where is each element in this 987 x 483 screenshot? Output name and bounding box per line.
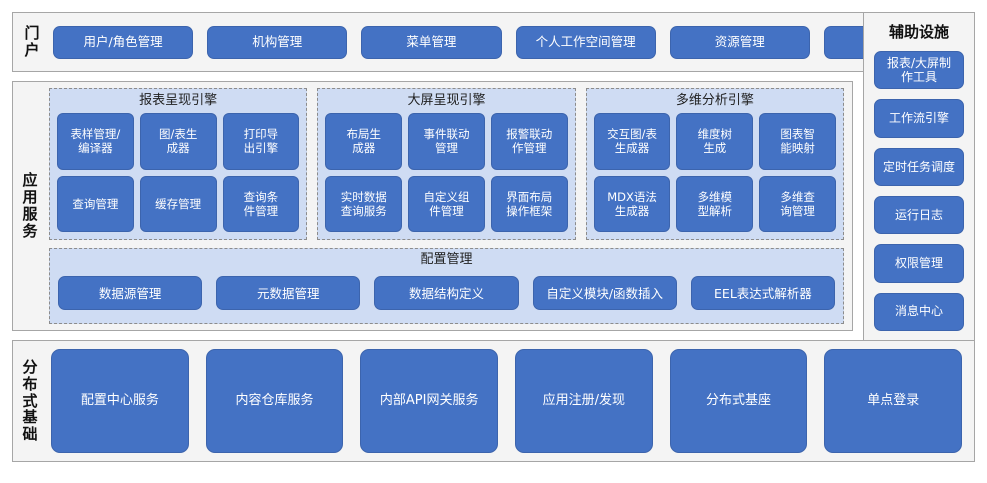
- engine-report-rendering-grid: 表样管理/ 编译器 图/表生 成器 打印导 出引擎 查询管理 缓存管理 查询条 …: [57, 113, 300, 232]
- config-item-datasource[interactable]: 数据源管理: [58, 276, 203, 311]
- aux-item-scheduler[interactable]: 定时任务调度: [874, 147, 964, 186]
- app-services-section: 应用服务 报表呈现引擎 表样管理/ 编译器 图/表生 成器 打印导 出引擎 查询…: [12, 81, 853, 331]
- foundation-item-sso[interactable]: 单点登录: [824, 349, 963, 453]
- portal-item-user-role[interactable]: 用户/角色管理: [53, 25, 194, 59]
- config-management-title: 配置管理: [420, 252, 473, 267]
- engine-multidimensional-title: 多维分析引擎: [675, 93, 754, 108]
- aux-item-runtime-log[interactable]: 运行日志: [874, 195, 964, 235]
- engine2-item-ui-layout-framework[interactable]: 界面布局 操作框架: [490, 175, 568, 232]
- engine1-item-cache-management[interactable]: 缓存管理: [139, 175, 217, 232]
- engine2-item-layout-generator[interactable]: 布局生 成器: [325, 113, 403, 170]
- engine-large-screen-rendering: 大屏呈现引擎 布局生 成器 事件联动 管理 报警联动 作管理 实时数据 查询服务…: [317, 88, 576, 240]
- portal-section: 门户 用户/角色管理 机构管理 菜单管理 个人工作空间管理 资源管理 自助分析: [12, 12, 975, 72]
- portal-item-org[interactable]: 机构管理: [207, 25, 348, 59]
- engine2-item-realtime-query[interactable]: 实时数据 查询服务: [325, 175, 403, 232]
- engine3-item-interactive-chart[interactable]: 交互图/表 生成器: [593, 113, 671, 170]
- config-item-eel-parser[interactable]: EEL表达式解析器: [690, 276, 836, 311]
- engine1-item-print-export[interactable]: 打印导 出引擎: [222, 113, 300, 170]
- distributed-foundation-section: 分布式基础 配置中心服务 内容仓库服务 内部API网关服务 应用注册/发现 分布…: [12, 340, 975, 462]
- engine-report-rendering-title: 报表呈现引擎: [139, 93, 218, 108]
- engine1-item-query-management[interactable]: 查询管理: [57, 175, 134, 232]
- aux-item-message-center[interactable]: 消息中心: [874, 292, 964, 331]
- engine3-item-model-parsing[interactable]: 多维模 型解析: [676, 175, 754, 232]
- app-services-section-label: 应用服务: [22, 171, 38, 240]
- portal-section-label: 门户: [24, 24, 40, 59]
- engines-row: 报表呈现引擎 表样管理/ 编译器 图/表生 成器 打印导 出引擎 查询管理 缓存…: [49, 88, 844, 240]
- config-item-custom-module[interactable]: 自定义模块/函数插入: [532, 276, 677, 311]
- foundation-item-distributed-base[interactable]: 分布式基座: [669, 349, 808, 453]
- foundation-item-api-gateway[interactable]: 内部API网关服务: [360, 349, 499, 453]
- portal-item-menu[interactable]: 菜单管理: [361, 25, 502, 59]
- aux-facilities-title: 辅助设施: [888, 23, 949, 41]
- distributed-foundation-label: 分布式基础: [22, 358, 38, 444]
- top-row: 门户 用户/角色管理 机构管理 菜单管理 个人工作空间管理 资源管理 自助分析 …: [12, 12, 975, 342]
- engine3-item-dimension-tree[interactable]: 维度树 生成: [676, 113, 754, 170]
- engine2-item-custom-component[interactable]: 自定义组 件管理: [408, 175, 485, 232]
- engine-large-screen-title: 大屏呈现引擎: [407, 93, 486, 108]
- foundation-item-config-center[interactable]: 配置中心服务: [51, 349, 189, 453]
- aux-item-report-screen-tool[interactable]: 报表/大屏制 作工具: [874, 51, 964, 90]
- engine-large-screen-grid: 布局生 成器 事件联动 管理 报警联动 作管理 实时数据 查询服务 自定义组 件…: [325, 113, 568, 232]
- engine-report-rendering: 报表呈现引擎 表样管理/ 编译器 图/表生 成器 打印导 出引擎 查询管理 缓存…: [49, 88, 308, 240]
- engine1-item-query-condition[interactable]: 查询条 件管理: [222, 175, 300, 232]
- config-button-group: 数据源管理 元数据管理 数据结构定义 自定义模块/函数插入 EEL表达式解析器: [58, 271, 836, 315]
- engine3-item-smart-chart-mapping[interactable]: 图表智 能映射: [759, 113, 836, 170]
- middle-row: 应用服务 报表呈现引擎 表样管理/ 编译器 图/表生 成器 打印导 出引擎 查询…: [12, 81, 975, 331]
- engine2-item-alarm-action[interactable]: 报警联动 作管理: [490, 113, 568, 170]
- engine1-item-chart-generator[interactable]: 图/表生 成器: [139, 113, 217, 170]
- app-services-content: 报表呈现引擎 表样管理/ 编译器 图/表生 成器 打印导 出引擎 查询管理 缓存…: [43, 88, 844, 324]
- aux-button-group: 报表/大屏制 作工具 工作流引擎 定时任务调度 运行日志 权限管理 消息中心: [874, 51, 964, 331]
- config-item-metadata[interactable]: 元数据管理: [216, 276, 361, 311]
- portal-button-group: 用户/角色管理 机构管理 菜单管理 个人工作空间管理 资源管理 自助分析: [45, 25, 965, 59]
- engine2-item-event-linkage[interactable]: 事件联动 管理: [408, 113, 485, 170]
- portal-item-workspace[interactable]: 个人工作空间管理: [515, 25, 656, 59]
- aux-item-workflow-engine[interactable]: 工作流引擎: [874, 99, 964, 138]
- engine3-item-multidim-query[interactable]: 多维查 询管理: [759, 175, 836, 232]
- engine-multidimensional-grid: 交互图/表 生成器 维度树 生成 图表智 能映射 MDX语法 生成器 多维模 型…: [593, 113, 836, 232]
- foundation-item-content-repository[interactable]: 内容仓库服务: [205, 349, 344, 453]
- foundation-button-group: 配置中心服务 内容仓库服务 内部API网关服务 应用注册/发现 分布式基座 单点…: [43, 349, 963, 453]
- foundation-item-app-registry[interactable]: 应用注册/发现: [515, 349, 653, 453]
- engine3-item-mdx-generator[interactable]: MDX语法 生成器: [593, 175, 671, 232]
- portal-item-resource[interactable]: 资源管理: [669, 25, 810, 59]
- aux-item-permission[interactable]: 权限管理: [874, 244, 964, 283]
- config-management-panel: 配置管理 数据源管理 元数据管理 数据结构定义 自定义模块/函数插入 EEL表达…: [49, 248, 844, 324]
- config-item-data-structure[interactable]: 数据结构定义: [374, 276, 519, 311]
- aux-facilities-section: 辅助设施 报表/大屏制 作工具 工作流引擎 定时任务调度 运行日志 权限管理 消…: [863, 12, 975, 342]
- engine1-item-template-editor[interactable]: 表样管理/ 编译器: [57, 113, 134, 170]
- engine-multidimensional-analysis: 多维分析引擎 交互图/表 生成器 维度树 生成 图表智 能映射 MDX语法 生成…: [585, 88, 844, 240]
